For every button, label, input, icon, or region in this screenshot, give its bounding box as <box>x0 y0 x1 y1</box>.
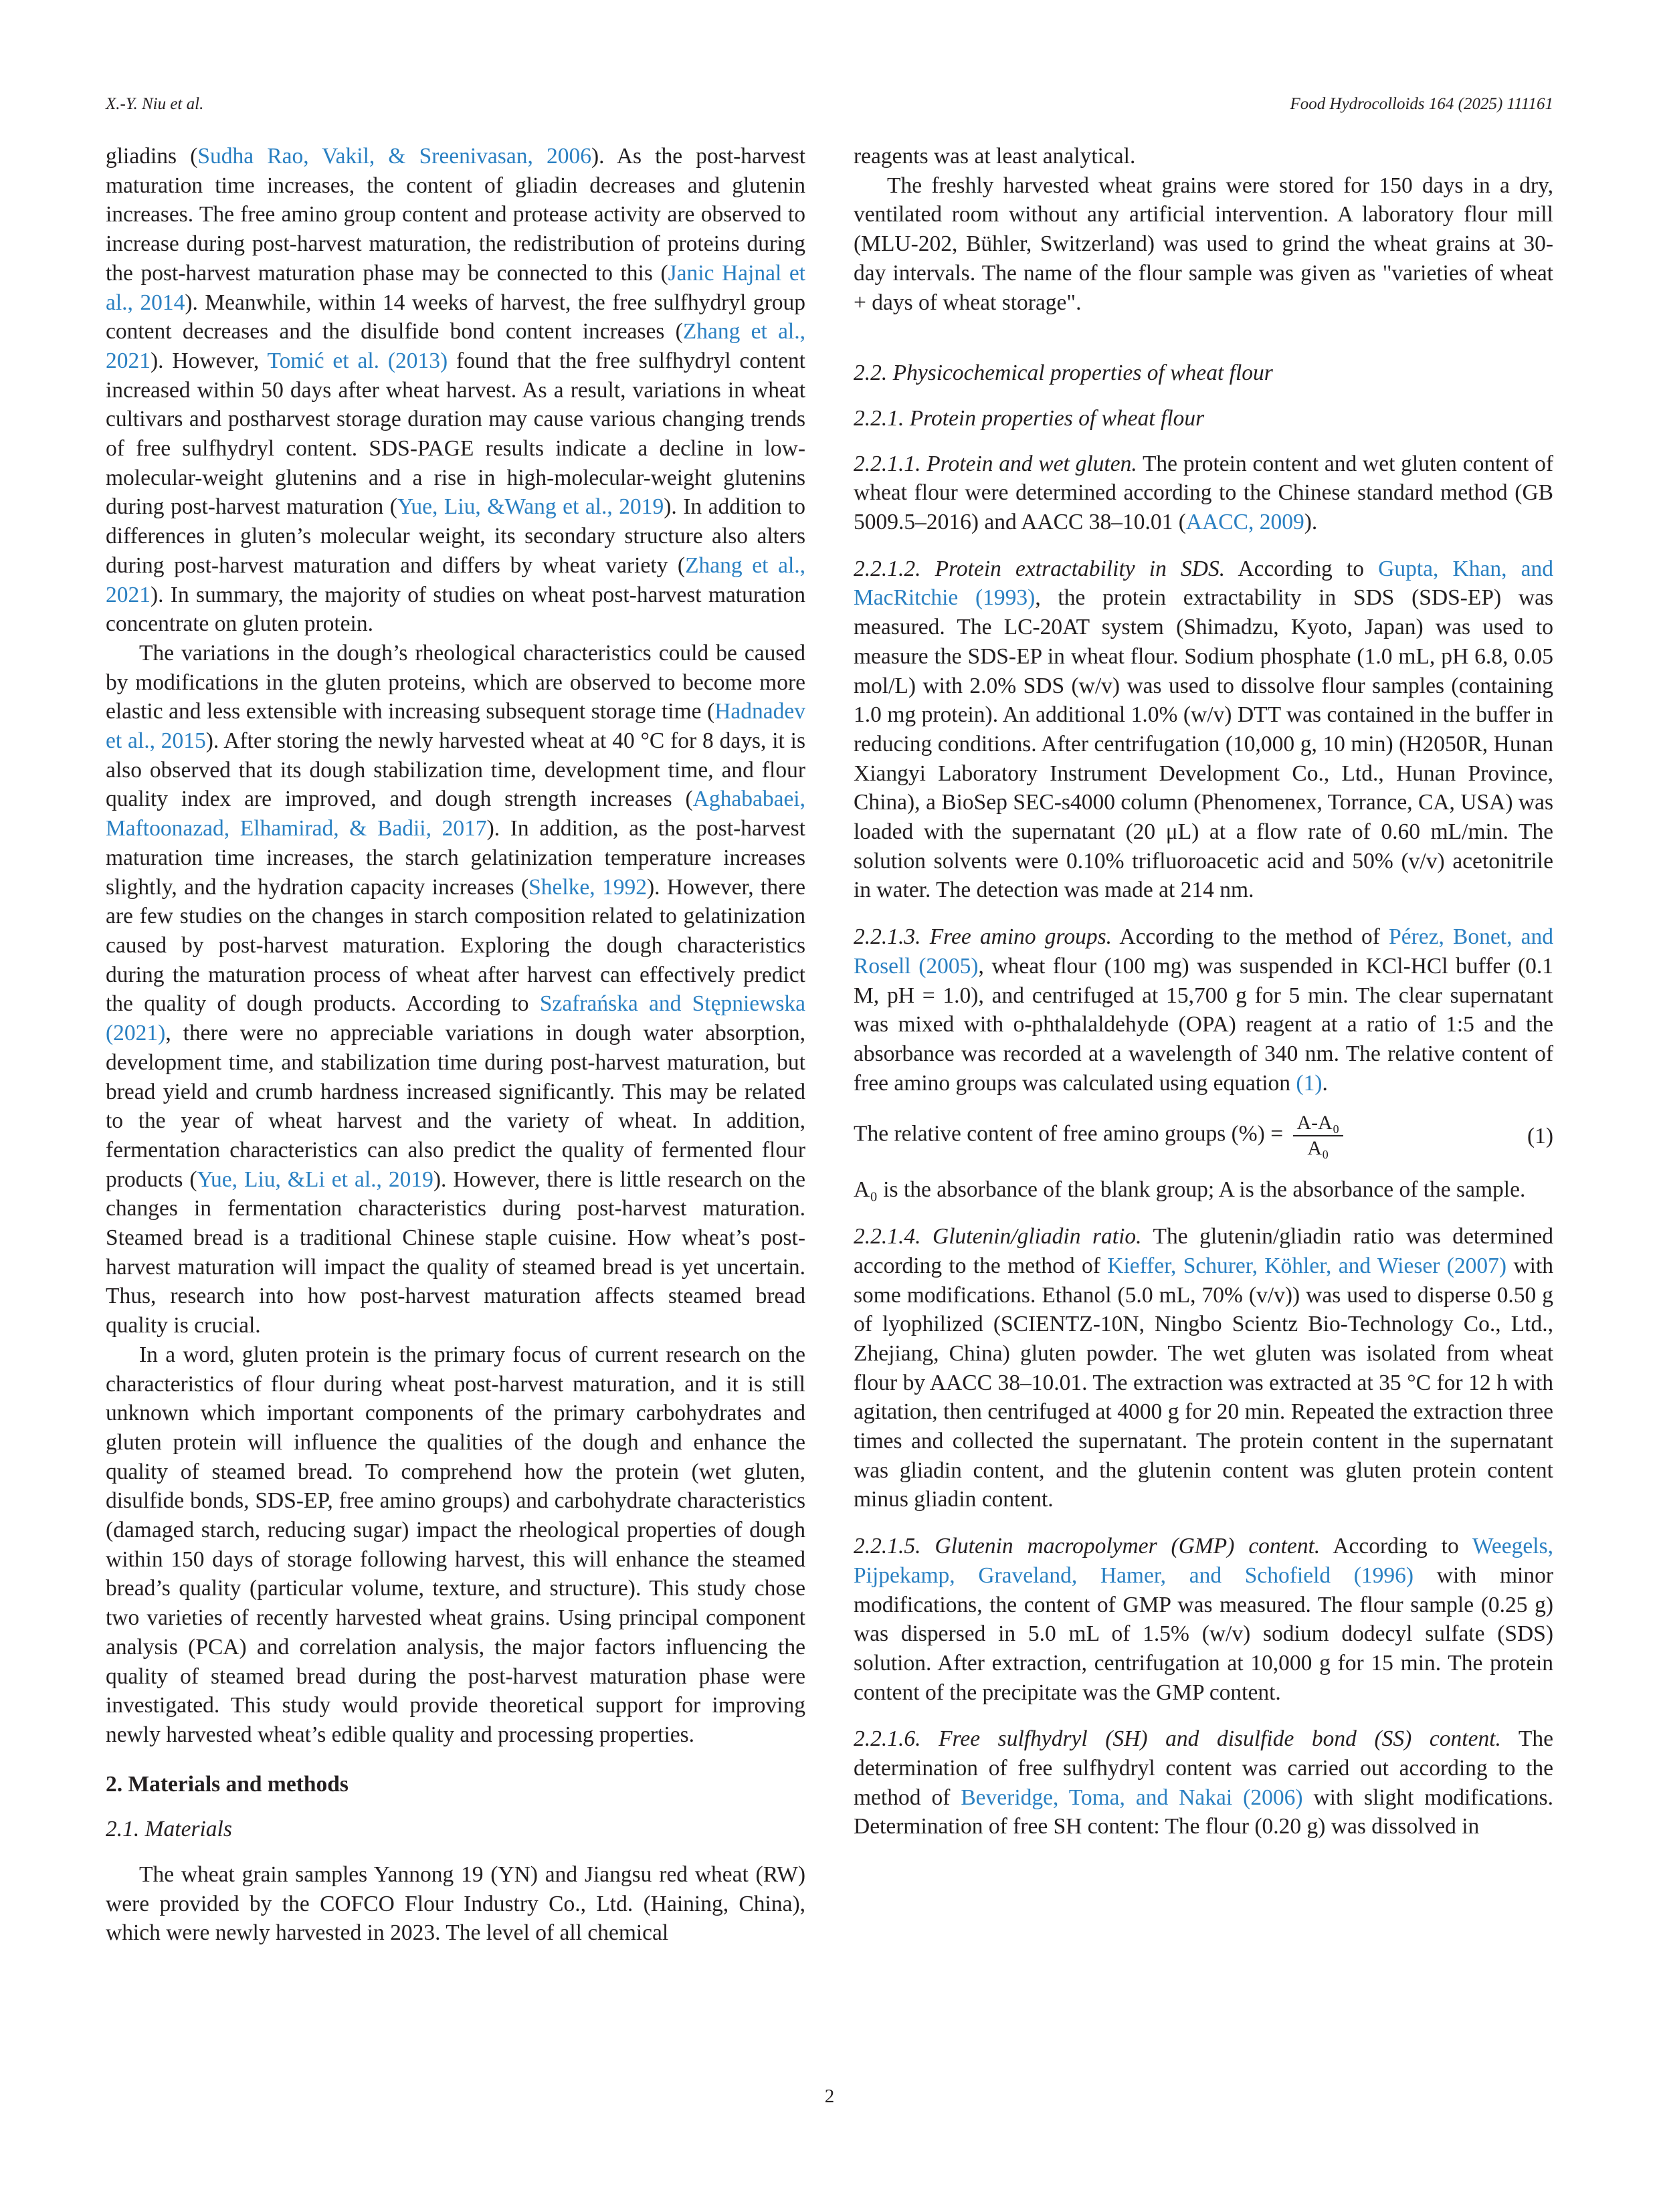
citation-link[interactable]: Yue, Liu, &Wang et al., 2019 <box>397 494 664 520</box>
citation-link[interactable]: Zhang et al., 2021 <box>106 319 805 373</box>
citation-link[interactable]: Janic Hajnal et al., 2014 <box>106 260 805 315</box>
paragraph: 2.2.1.6. Free sulfhydryl (SH) and disulf… <box>854 1724 1553 1841</box>
text-run: , wheat flour (100 mg) was suspended in … <box>854 953 1553 1096</box>
equation-denominator: A₀ <box>1307 1137 1329 1160</box>
section-heading: 2. Materials and methods <box>106 1771 349 1797</box>
text-run: ). However, <box>151 348 268 373</box>
subsection-heading: 2.1. Materials <box>106 1817 232 1842</box>
text-run: ). In summary, the majority of studies o… <box>106 582 805 637</box>
citation-link[interactable]: Weegels, Pijpekamp, Graveland, Hamer, an… <box>854 1534 1553 1588</box>
text-run: The freshly harvested wheat grains were … <box>854 173 1553 315</box>
citation-link[interactable]: (1) <box>1296 1070 1323 1096</box>
citation-link[interactable]: Zhang et al., 2021 <box>106 552 806 607</box>
paragraph: reagents was at least analytical. <box>854 142 1553 171</box>
paragraph-heading: 2.2.1.1. Protein and wet gluten. <box>854 451 1137 476</box>
equation-body: The relative content of free amino group… <box>854 1111 1344 1161</box>
text-run: ). In addition, as the post-harvest matu… <box>106 816 805 900</box>
equation-lhs: The relative content of free amino group… <box>854 1122 1284 1147</box>
paragraph: 2.2.1.3. Free amino groups. According to… <box>854 922 1553 1098</box>
text-run: gliadins ( <box>106 144 198 169</box>
text-run: The protein content and wet gluten conte… <box>854 451 1553 535</box>
paragraph-heading: 2.2.1.3. Free amino groups. <box>854 924 1112 950</box>
text-run: ). <box>1304 510 1318 535</box>
header-authors: X.-Y. Niu et al. <box>106 95 204 113</box>
text-run: with slight modifications. Determination… <box>854 1785 1553 1839</box>
left-column: gliadins (Sudha Rao, Vakil, & Sreenivasa… <box>106 142 805 1948</box>
equation-number: (1) <box>1527 1123 1553 1148</box>
citation-link[interactable]: Shelke, 1992 <box>528 874 647 900</box>
equation-numerator: A-A₀ <box>1292 1111 1344 1137</box>
text-run: with some modifications. Ethanol (5.0 mL… <box>854 1253 1553 1512</box>
paragraph: The wheat grain samples Yannong 19 (YN) … <box>106 1860 805 1948</box>
paragraph-body: According to the method of Pérez, Bonet,… <box>854 924 1553 1096</box>
citation-link[interactable]: Pérez, Bonet, and Rosell (2005) <box>854 924 1554 979</box>
paragraph: 2.2.1.1. Protein and wet gluten. The pro… <box>854 449 1553 537</box>
text-run: found that the free sulfhydryl content i… <box>106 348 805 520</box>
equation-1: The relative content of free amino group… <box>854 1106 1553 1166</box>
paragraph: The variations in the dough’s rheologica… <box>106 639 805 1340</box>
citation-link[interactable]: Aghababaei, Maftoonazad, Elhamirad, & Ba… <box>106 787 805 841</box>
citation-link[interactable]: Gupta, Khan, and MacRitchie (1993) <box>854 556 1553 611</box>
paragraph-body: The determination of free sulfhydryl con… <box>854 1726 1553 1839</box>
paragraph-heading: 2.2.1.2. Protein extractability in SDS. <box>854 556 1226 581</box>
paragraph-heading: 2.2.1.4. Glutenin/gliadin ratio. <box>854 1224 1142 1249</box>
text-run: ). In addition to differences in gluten’… <box>106 494 805 578</box>
text-run: , there were no appreciable variations i… <box>106 1021 805 1192</box>
subsection-heading: 2.2. Physicochemical properties of wheat… <box>854 361 1273 386</box>
page-number: 2 <box>824 2086 835 2107</box>
text-run: A₀ is the absorbance of the blank group;… <box>854 1177 1526 1203</box>
citation-link[interactable]: Szafrańska and Stępniewska (2021) <box>106 991 805 1046</box>
text-run: The wheat grain samples Yannong 19 (YN) … <box>106 1862 805 1946</box>
paragraph-body: According to Gupta, Khan, and MacRitchie… <box>854 557 1553 903</box>
paragraph: In a word, gluten protein is the primary… <box>106 1340 805 1750</box>
text-run: ). As the post-harvest maturation time i… <box>106 144 805 286</box>
paragraph: 2.2.1.4. Glutenin/gliadin ratio. The glu… <box>854 1222 1553 1514</box>
paragraph-body: The glutenin/gliadin ratio was determine… <box>854 1224 1553 1512</box>
citation-link[interactable]: Tomić et al. (2013) <box>267 348 448 373</box>
text-run: According to the method of <box>1112 924 1389 950</box>
text-run: ). However, there are few studies on the… <box>106 874 805 1017</box>
text-run: , the protein extractability in SDS (SDS… <box>854 585 1553 903</box>
right-column: reagents was at least analytical. The fr… <box>854 142 1553 1841</box>
paragraph: 2.2.1.5. Glutenin macropolymer (GMP) con… <box>854 1532 1553 1707</box>
citation-link[interactable]: Kieffer, Schurer, Köhler, and Wieser (20… <box>1107 1253 1507 1278</box>
subsection-heading: 2.2.1. Protein properties of wheat flour <box>854 405 1205 431</box>
text-run: ). After storing the newly harvested whe… <box>106 728 805 812</box>
paragraph-body: According to Weegels, Pijpekamp, Gravela… <box>854 1534 1553 1705</box>
paragraph: 2.2.1.2. Protein extractability in SDS. … <box>854 555 1553 905</box>
text-run: According to <box>1225 556 1379 581</box>
running-header: X.-Y. Niu et al. Food Hydrocolloids 164 … <box>106 95 1553 122</box>
text-run: The variations in the dough’s rheologica… <box>106 640 805 724</box>
paragraph-heading: 2.2.1.5. Glutenin macropolymer (GMP) con… <box>854 1534 1321 1559</box>
text-run: with minor modifications, the content of… <box>854 1563 1553 1705</box>
equation-fraction: A-A₀ A₀ <box>1292 1111 1344 1161</box>
citation-link[interactable]: Beveridge, Toma, and Nakai (2006) <box>961 1785 1303 1810</box>
citation-link[interactable]: Sudha Rao, Vakil, & Sreenivasan, 2006 <box>197 144 591 169</box>
text-run: The glutenin/gliadin ratio was determine… <box>854 1224 1553 1278</box>
paragraph: The freshly harvested wheat grains were … <box>854 171 1553 318</box>
text-run: ). Meanwhile, within 14 weeks of harvest… <box>106 290 805 344</box>
text-run: . <box>1322 1070 1328 1096</box>
text-run: According to <box>1320 1534 1472 1559</box>
paragraph-heading: 2.2.1.6. Free sulfhydryl (SH) and disulf… <box>854 1726 1501 1752</box>
text-run: The determination of free sulfhydryl con… <box>854 1726 1553 1810</box>
header-journal: Food Hydrocolloids 164 (2025) 111161 <box>1290 95 1553 113</box>
citation-link[interactable]: AACC, 2009 <box>1185 510 1304 535</box>
paragraph-body: The protein content and wet gluten conte… <box>854 451 1553 534</box>
citation-link[interactable]: Yue, Liu, &Li et al., 2019 <box>197 1167 433 1192</box>
paragraph: A₀ is the absorbance of the blank group;… <box>854 1175 1553 1205</box>
citation-link[interactable]: Hadnadev et al., 2015 <box>106 699 805 754</box>
text-run: In a word, gluten protein is the primary… <box>106 1342 805 1747</box>
paragraph: gliadins (Sudha Rao, Vakil, & Sreenivasa… <box>106 142 805 639</box>
text-run: reagents was at least analytical. <box>854 144 1136 169</box>
text-run: ). However, there is little research on … <box>106 1167 805 1338</box>
